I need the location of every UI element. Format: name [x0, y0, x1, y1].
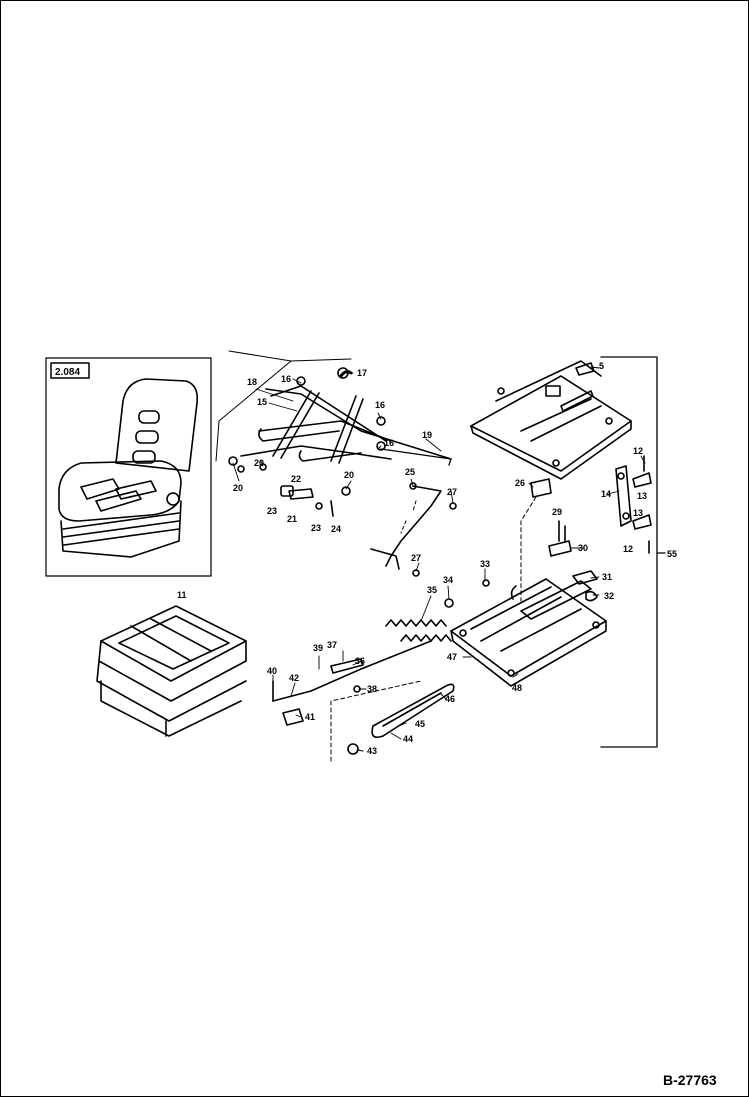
callout-23: 23 [267, 506, 277, 516]
callout-30: 30 [578, 543, 588, 553]
callout-15: 15 [257, 397, 267, 407]
callout-20: 20 [344, 470, 354, 480]
callout-36: 36 [355, 656, 365, 666]
leader-lines [232, 366, 646, 752]
inset-frame [45, 357, 212, 577]
callout-31: 31 [602, 572, 612, 582]
document-number: B-27763 [663, 1072, 717, 1088]
callout-14: 14 [601, 489, 611, 499]
callout-41: 41 [305, 712, 315, 722]
callout-38: 38 [367, 684, 377, 694]
callout-40: 40 [267, 666, 277, 676]
callout-44: 44 [403, 734, 413, 744]
reference-box-label: 2.084 [55, 367, 80, 378]
callout-24: 24 [331, 524, 341, 534]
callout-25: 25 [405, 467, 415, 477]
callout-20: 20 [233, 483, 243, 493]
scissor-linkage [215, 350, 452, 496]
callout-11: 11 [177, 590, 187, 600]
callout-34: 34 [443, 575, 453, 585]
callout-33: 33 [480, 559, 490, 569]
callout-27: 27 [447, 487, 457, 497]
complete-seat-illustration [58, 378, 199, 558]
bracket-parts [280, 485, 334, 517]
callout-18: 18 [247, 377, 257, 387]
reference-box [50, 362, 90, 379]
callout-16: 16 [281, 374, 291, 384]
callout-labels: 5 11 12 12 13 13 14 15 16 16 16 17 18 19… [177, 361, 677, 756]
small-parts-29-32 [548, 520, 598, 602]
callout-12: 12 [633, 446, 643, 456]
callout-39: 39 [313, 643, 323, 653]
callout-22: 22 [291, 474, 301, 484]
callout-42: 42 [289, 673, 299, 683]
callout-26: 26 [515, 478, 525, 488]
callout-16: 16 [384, 438, 394, 448]
springs [385, 579, 490, 642]
callout-47: 47 [447, 652, 457, 662]
callout-20: 20 [254, 458, 264, 468]
slide-rail [347, 683, 455, 755]
release-rod [272, 640, 432, 762]
callout-43: 43 [367, 746, 377, 756]
seat-mounting-plate [470, 360, 632, 480]
side-link [615, 455, 652, 554]
callout-12: 12 [623, 544, 633, 554]
callout-13: 13 [637, 491, 647, 501]
callout-21: 21 [287, 514, 297, 524]
callout-35: 35 [427, 585, 437, 595]
seat-frame-base [96, 605, 247, 737]
callout-bracket-55 [600, 356, 658, 748]
callout-55: 55 [667, 549, 677, 559]
callout-37: 37 [327, 640, 337, 650]
callout-27: 27 [411, 553, 421, 563]
callout-29: 29 [552, 507, 562, 517]
base-slide-frame [450, 578, 607, 687]
callout-46: 46 [445, 694, 455, 704]
callout-19: 19 [422, 430, 432, 440]
callout-45: 45 [415, 719, 425, 729]
callout-23: 23 [311, 523, 321, 533]
bracket-26 [530, 478, 552, 498]
callout-17: 17 [357, 368, 367, 378]
callout-48: 48 [512, 683, 522, 693]
callout-16: 16 [375, 400, 385, 410]
callout-5: 5 [599, 361, 604, 371]
callout-32: 32 [604, 591, 614, 601]
callout-13: 13 [633, 508, 643, 518]
